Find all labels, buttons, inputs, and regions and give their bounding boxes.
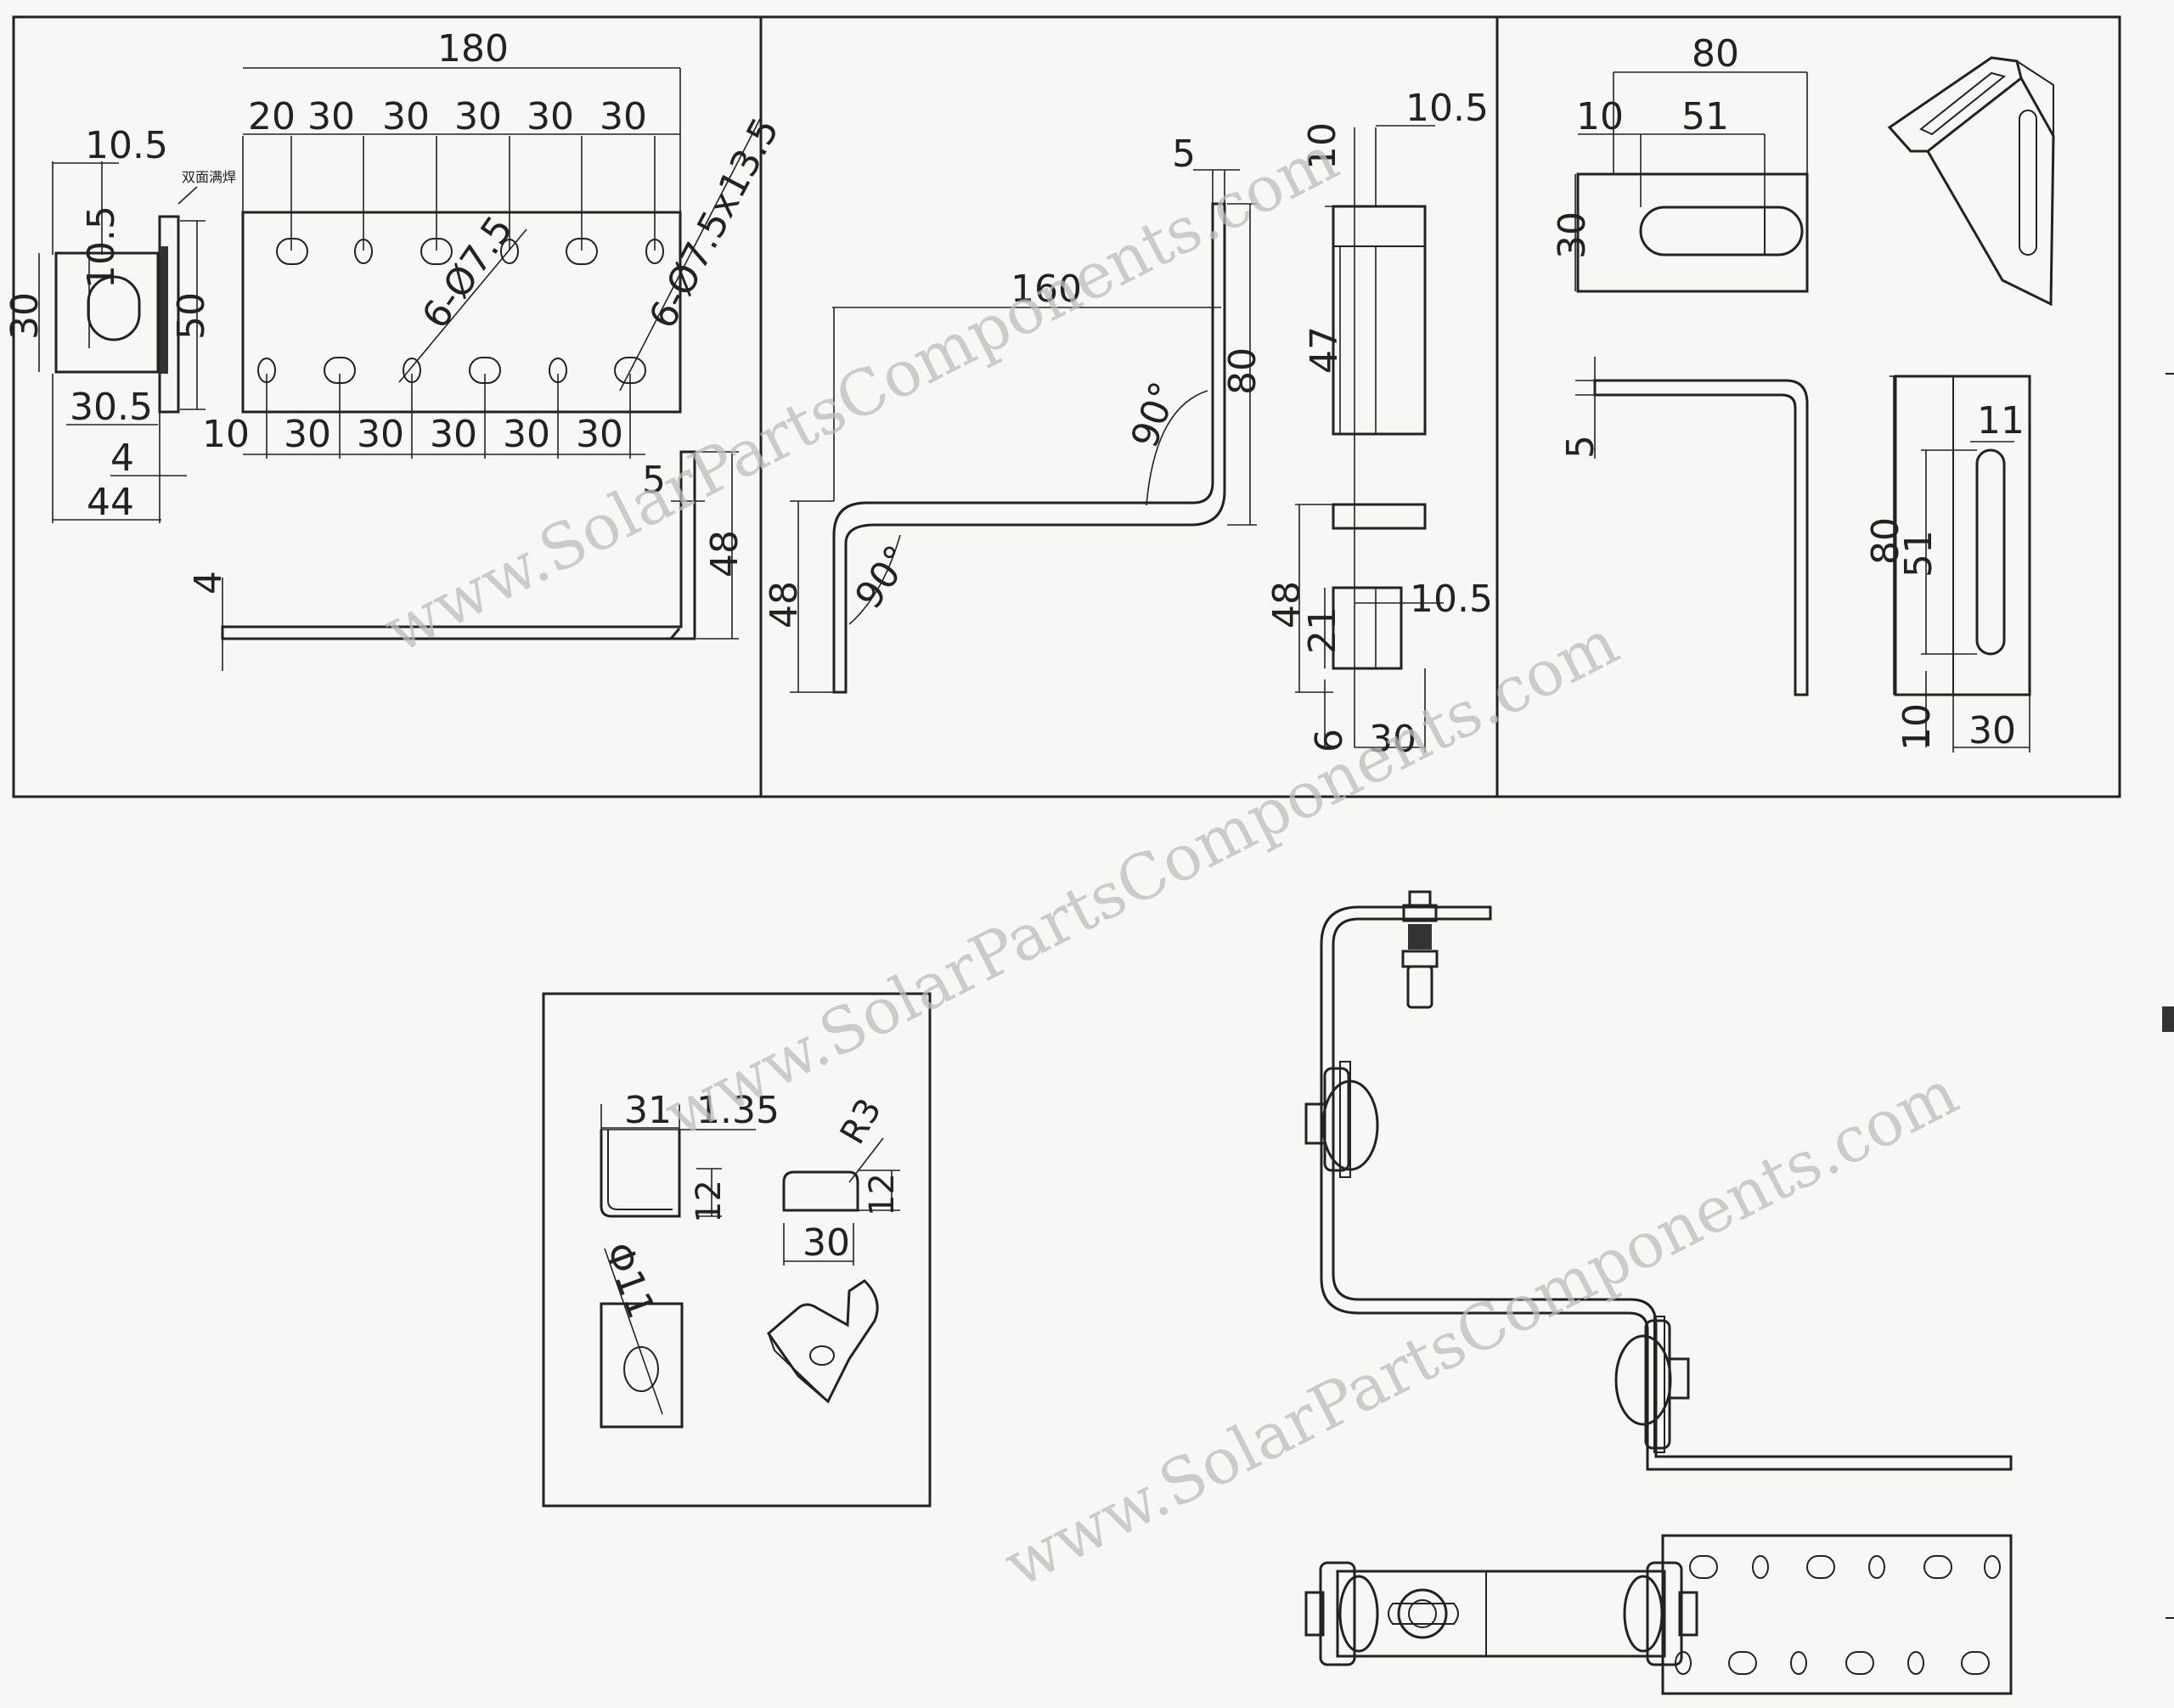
dim-top-seg-5: 30 <box>527 95 574 138</box>
dim-slot-lower: 21 <box>1301 606 1344 654</box>
dim-edge-bottom: 6 <box>1308 729 1351 753</box>
panel-base-plate: 10.5 10.5 30 30.5 4 44 50 双面满焊 180 20 30… <box>3 27 788 671</box>
dim-bottom-seg-4: 30 <box>430 413 477 456</box>
panel-z-bracket: 5 160 80 90° 48 90° 10.5 10 47 48 <box>763 87 1493 761</box>
dim-plate-height: 50 <box>170 292 213 340</box>
dim-top-seg-3: 30 <box>382 95 430 138</box>
dim-clip-height-a: 12 <box>690 1180 729 1223</box>
dim-height-right: 80 <box>1221 347 1264 395</box>
dim-clip-length: 30 <box>803 1221 850 1265</box>
hole-note-slot: 6-Ø7.5x13.5 <box>641 111 788 336</box>
dim-side-width: 10.5 <box>85 124 168 167</box>
dim-thickness: 5 <box>1559 435 1602 459</box>
watermark-2: www.SolarPartsComponents.com <box>653 606 1630 1152</box>
assembly-view <box>1304 890 2013 1695</box>
dim-side-total: 44 <box>87 481 134 524</box>
dim-slot-lower-width: 10.5 <box>1410 578 1493 621</box>
dim-bottom-seg-3: 30 <box>357 413 404 456</box>
dim-profile-height: 48 <box>703 530 746 578</box>
dim-clip-hole: Φ11 <box>596 1237 663 1324</box>
watermark-3: www.SolarPartsComponents.com <box>993 1056 1969 1602</box>
dim-edge-right: 10.5 <box>1405 87 1489 130</box>
dim-top-seg-6: 30 <box>600 95 647 138</box>
angle-top: 90° <box>1123 376 1186 454</box>
panel-l-bracket: 80 10 51 30 5 11 80 51 10 <box>1551 32 2055 753</box>
dim-lower-total: 48 <box>1265 581 1309 629</box>
dim-side-slot-length: 30.5 <box>70 386 153 429</box>
dim-length: 160 <box>1011 268 1082 311</box>
panel-frames <box>12 15 2174 1619</box>
dim-side-thickness: 4 <box>110 437 134 480</box>
dim-profile-flange: 5 <box>642 459 666 502</box>
panel-clip-detail: 31 1.35 12 R3 12 30 Φ11 <box>596 1089 902 1429</box>
dim-clip-height-b: 12 <box>863 1173 902 1216</box>
dim-side-width: 30 <box>1968 709 2016 753</box>
dim-bottom-seg-2: 30 <box>284 413 331 456</box>
dim-top-seg-2: 30 <box>307 95 355 138</box>
dim-height: 30 <box>1551 211 1594 259</box>
dim-top-flange: 5 <box>1172 132 1196 176</box>
dim-side-inner: 10.5 <box>80 206 123 289</box>
dim-width: 30 <box>1369 718 1416 761</box>
dim-width: 80 <box>1692 32 1739 76</box>
dim-side-slot: 51 <box>1897 530 1940 578</box>
dim-top-seg-4: 30 <box>454 95 502 138</box>
dim-clip-thickness: 1.35 <box>696 1089 780 1132</box>
dim-side-edge: 10 <box>1895 703 1939 751</box>
dim-edge-top: 10 <box>1301 122 1344 170</box>
hole-note-round: 6-Ø7.5 <box>414 208 521 336</box>
dim-bottom-seg-5: 30 <box>503 413 550 456</box>
dim-side-height: 30 <box>3 292 47 340</box>
dim-bottom-seg-6: 30 <box>576 413 623 456</box>
watermarks: www.SolarPartsComponents.com www.SolarPa… <box>373 121 1969 1602</box>
dim-slot-width: 11 <box>1977 399 2025 443</box>
angle-bottom: 90° <box>847 538 921 617</box>
dim-side-height: 80 <box>1864 517 1907 565</box>
dim-edge: 10 <box>1576 95 1624 138</box>
dim-profile-thickness: 4 <box>187 571 230 595</box>
weld-note: 双面满焊 <box>182 169 236 185</box>
dim-height-left: 48 <box>763 581 806 629</box>
dim-bottom-seg-1: 10 <box>202 413 250 456</box>
dim-top-seg-1: 20 <box>248 95 296 138</box>
dim-slot-upper: 47 <box>1303 326 1346 374</box>
dim-top-total: 180 <box>437 27 509 70</box>
dim-clip-width: 31 <box>624 1089 672 1132</box>
dim-slot-length: 51 <box>1681 95 1729 138</box>
